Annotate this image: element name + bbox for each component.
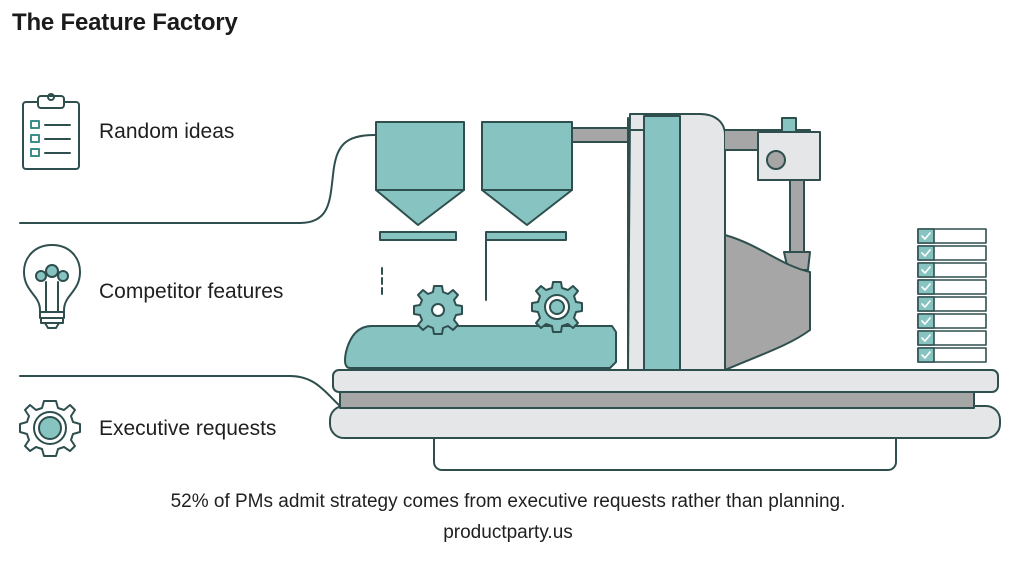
conveyor-belt — [344, 325, 617, 369]
page-title: The Feature Factory — [12, 9, 238, 36]
lightbulb-icon — [23, 244, 81, 329]
small-gear-left — [413, 285, 463, 335]
small-gear-right — [531, 281, 583, 333]
feature-card — [917, 313, 987, 329]
hopper-left — [375, 121, 465, 299]
feature-card — [917, 347, 987, 363]
input-label-executive-requests: Executive requests — [99, 417, 277, 440]
press-arm — [724, 117, 821, 371]
input-label-random-ideas: Random ideas — [99, 120, 235, 143]
gear-icon — [19, 400, 81, 457]
feature-card — [917, 330, 987, 346]
feature-card — [917, 228, 987, 244]
feature-card — [917, 296, 987, 312]
clipboard-checklist-icon — [22, 93, 80, 170]
input-label-competitor-features: Competitor features — [99, 280, 284, 303]
feature-card — [917, 245, 987, 261]
caption-source: productparty.us — [443, 522, 573, 543]
feature-card — [917, 262, 987, 278]
input-connector-bottom — [19, 375, 341, 407]
output-feature-stack — [917, 228, 987, 363]
hopper-right — [481, 121, 573, 301]
machine-base — [329, 369, 1001, 471]
machine-column — [627, 113, 726, 371]
feature-card — [917, 279, 987, 295]
caption-statement: 52% of PMs admit strategy comes from exe… — [170, 491, 846, 512]
input-connector-top — [19, 134, 376, 224]
